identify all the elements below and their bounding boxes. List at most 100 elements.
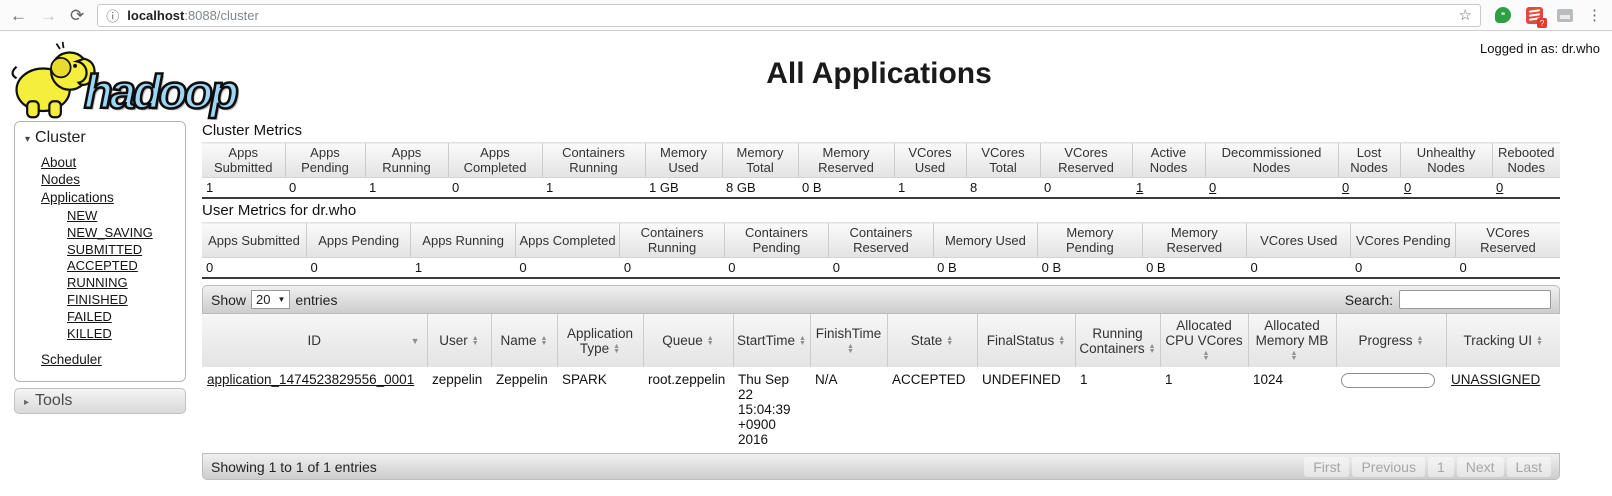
sidebar-item-scheduler[interactable]: Scheduler — [41, 351, 102, 367]
user-metric-header: Apps Running — [410, 222, 516, 258]
column-header-state[interactable]: State▲▼ — [886, 314, 977, 367]
sidebar-item-running[interactable]: RUNNING — [67, 275, 128, 291]
sort-icon: ▲▼ — [471, 335, 479, 348]
cluster-metric-header: Lost Nodes — [1337, 142, 1400, 178]
page-number-button[interactable]: 1 — [1427, 456, 1454, 477]
column-header-name[interactable]: Name▲▼ — [490, 314, 557, 367]
cell-allocated-cpu-vcores: 1 — [1160, 367, 1248, 453]
column-header-progress[interactable]: Progress▲▼ — [1335, 314, 1446, 367]
page-last-button[interactable]: Last — [1506, 456, 1551, 477]
forward-icon[interactable]: → — [40, 5, 57, 25]
user-metrics-header-row: Apps Submitted Apps Pending Apps Running… — [202, 222, 1560, 258]
cluster-metric-header: Apps Submitted — [202, 142, 285, 178]
sidebar-item-nodes[interactable]: Nodes — [41, 172, 81, 188]
page-title: All Applications — [766, 57, 992, 90]
url-host: localhost — [127, 7, 185, 23]
extension-green-icon[interactable]: ❝ — [1494, 6, 1512, 24]
user-metric-header: Apps Pending — [305, 222, 411, 258]
extension-red-icon[interactable]: ? — [1525, 6, 1547, 28]
page-first-button[interactable]: First — [1304, 456, 1350, 477]
sort-icon: ▲▼ — [613, 342, 621, 355]
sidebar-item-failed[interactable]: FAILED — [67, 309, 112, 325]
extension-gray-icon[interactable] — [1556, 6, 1574, 24]
bookmark-star-icon[interactable]: ☆ — [1458, 7, 1472, 24]
rebooted-nodes-link[interactable]: 0 — [1496, 180, 1504, 195]
cluster-metric-header: Rebooted Nodes — [1491, 142, 1560, 178]
user-metrics-value-row: 0 0 1 0 0 0 0 0 B 0 B 0 B 0 0 0 — [202, 258, 1560, 279]
column-header-finalstatus[interactable]: FinalStatus▲▼ — [976, 314, 1075, 367]
page-previous-button[interactable]: Previous — [1352, 456, 1425, 477]
page-next-button[interactable]: Next — [1456, 456, 1504, 477]
back-icon[interactable]: ← — [10, 5, 27, 25]
progress-bar — [1341, 373, 1435, 388]
sidebar-item-accepted[interactable]: ACCEPTED — [67, 258, 138, 274]
column-header-starttime[interactable]: StartTime▲▼ — [732, 314, 810, 367]
search-input[interactable] — [1399, 290, 1551, 309]
column-header-tracking-ui[interactable]: Tracking UI▲▼ — [1445, 314, 1560, 367]
column-header-user[interactable]: User▲▼ — [426, 314, 491, 367]
user-metric-header: Apps Completed — [514, 222, 620, 258]
extension-badge: ? — [1537, 18, 1547, 28]
metric-value: 0 — [519, 260, 527, 275]
address-bar[interactable]: ⓘ localhost:8088/cluster ☆ — [97, 3, 1481, 27]
sort-icon: ▲▼ — [847, 342, 854, 355]
reload-icon[interactable]: ⟳ — [70, 5, 85, 25]
column-header-queue[interactable]: Queue▲▼ — [642, 314, 733, 367]
user-metric-header: Memory Pending — [1037, 222, 1143, 258]
column-header-application-type[interactable]: Application Type▲▼ — [556, 314, 643, 367]
cluster-metric-header: VCores Total — [965, 142, 1040, 178]
cluster-section-header[interactable]: ▾Cluster — [25, 129, 175, 147]
url-text[interactable]: localhost:8088/cluster — [127, 8, 259, 23]
sidebar-item-applications[interactable]: Applications — [41, 189, 114, 205]
column-header-allocated-memory-mb[interactable]: Allocated Memory MB▲▼ — [1247, 314, 1336, 367]
metric-value: 0 — [728, 260, 736, 275]
sidebar-item-submitted[interactable]: SUBMITTED — [67, 241, 143, 257]
metric-value: 1 — [414, 260, 423, 275]
decommissioned-nodes-link[interactable]: 0 — [1209, 180, 1217, 195]
metric-value: 0 — [1354, 260, 1363, 275]
sort-icon: ▲▼ — [1058, 335, 1066, 348]
metric-value: 1 — [369, 180, 377, 195]
active-nodes-link[interactable]: 1 — [1136, 180, 1144, 195]
metric-value: 1 — [546, 180, 554, 195]
sidebar-item-finished[interactable]: FINISHED — [67, 292, 128, 308]
cluster-metrics-table: Apps Submitted Apps Pending Apps Running… — [202, 142, 1560, 199]
application-id-link[interactable]: application_1474523829556_0001 — [207, 372, 415, 387]
lost-nodes-link[interactable]: 0 — [1342, 180, 1350, 195]
page-length-select[interactable]: 20 ▼ — [251, 290, 291, 309]
metric-value: 1 — [206, 180, 214, 195]
cell-starttime: Thu Sep 22 15:04:39 +0900 2016 — [733, 367, 810, 453]
sort-icon: ▲▼ — [1148, 342, 1156, 355]
table-toolbar: Show 20 ▼ entries Search: — [202, 285, 1560, 314]
cluster-metric-header: Memory Used — [644, 142, 722, 178]
tools-section-header[interactable]: ▸Tools — [14, 387, 186, 414]
sidebar-item-about[interactable]: About — [41, 155, 77, 170]
user-metric-header: Memory Reserved — [1141, 222, 1247, 258]
metric-value: 0 B — [1041, 260, 1062, 275]
sidebar-item-new-saving[interactable]: NEW_SAVING — [67, 224, 153, 240]
unhealthy-nodes-link[interactable]: 0 — [1404, 180, 1412, 195]
metric-value: 0 — [1250, 260, 1258, 275]
collapsed-triangle-icon: ▸ — [24, 396, 30, 408]
sidebar-item-new[interactable]: NEW — [67, 207, 98, 223]
column-header-finishtime[interactable]: FinishTime▲▼ — [809, 314, 887, 367]
user-metric-header: Apps Submitted — [202, 222, 307, 258]
metric-value: 0 — [623, 260, 632, 275]
search-label: Search: — [1344, 291, 1393, 308]
sidebar-item-killed[interactable]: KILLED — [67, 326, 112, 342]
cell-queue: root.zeppelin — [643, 367, 733, 453]
main-content: Cluster Metrics Apps Submitted Apps Pend… — [202, 121, 1560, 480]
cluster-metrics-title: Cluster Metrics — [202, 122, 303, 139]
cluster-metric-header: Apps Running — [364, 142, 448, 178]
cluster-metrics-header-row: Apps Submitted Apps Pending Apps Running… — [202, 142, 1560, 178]
metric-value: 0 B — [1146, 260, 1166, 275]
column-header-running-containers[interactable]: Running Containers▲▼ — [1074, 314, 1160, 367]
cluster-metric-header: Decommissioned Nodes — [1204, 142, 1338, 178]
metric-value: 0 — [206, 260, 214, 275]
page-info-icon[interactable]: ⓘ — [106, 8, 120, 24]
column-header-id[interactable]: ID▼ — [202, 314, 427, 367]
column-header-allocated-cpu-vcores[interactable]: Allocated CPU VCores▲▼ — [1159, 314, 1248, 367]
cell-user: zeppelin — [427, 367, 491, 453]
tracking-ui-link[interactable]: UNASSIGNED — [1451, 372, 1541, 387]
browser-menu-icon[interactable]: ⋮ — [1587, 7, 1602, 24]
